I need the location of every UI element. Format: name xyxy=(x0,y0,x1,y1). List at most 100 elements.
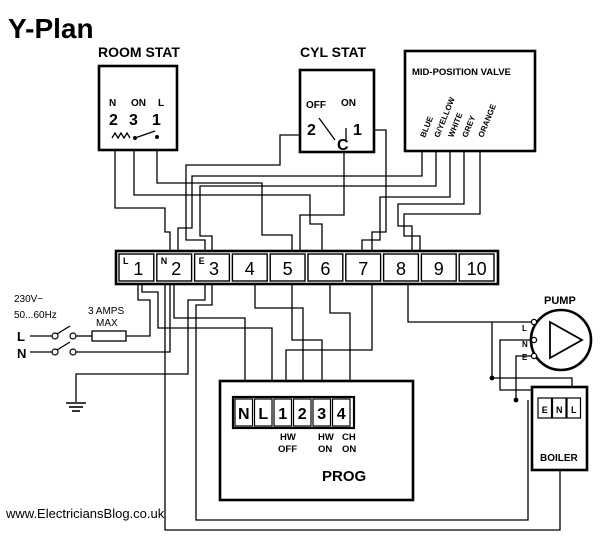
wire-cylstat-1 xyxy=(371,129,387,252)
wire-pump-e xyxy=(515,355,532,400)
boiler-terminal-l xyxy=(566,397,582,419)
pump-heading: PUMP xyxy=(544,295,576,307)
boiler-terminal-l-label: L xyxy=(571,405,577,415)
terminal-4 xyxy=(231,253,268,282)
wire-valve-grey xyxy=(397,148,465,252)
terminal-7 xyxy=(345,253,382,282)
terminal-10-number: 10 xyxy=(467,259,487,279)
prog-terminal-1-label: 1 xyxy=(278,406,287,423)
supply-live-label: L xyxy=(17,329,25,344)
room-stat-label-on: ON xyxy=(131,98,146,109)
supply-voltage: 230V~ xyxy=(14,294,43,305)
prog-caption-chon-bottom: ON xyxy=(342,444,356,455)
wire-e-to-boiler xyxy=(195,283,529,521)
room-stat-switch-arm xyxy=(134,130,156,139)
valve-heading: MID-POSITION VALVE xyxy=(412,67,511,78)
earth-symbol xyxy=(66,396,86,412)
terminal-2-prefix: N xyxy=(161,256,168,266)
isolator-switch-live xyxy=(56,325,71,335)
wire-supply-neutral xyxy=(76,283,171,353)
wire-valve-gyellow xyxy=(199,148,437,252)
terminal-6 xyxy=(307,253,344,282)
wiring xyxy=(75,129,573,531)
diagram-title: Y-Plan xyxy=(8,13,94,44)
terminal-2 xyxy=(156,253,193,282)
cyl-stat-terminal-1: 1 xyxy=(353,122,362,139)
prog-terminal-n-label: N xyxy=(238,406,250,423)
cyl-stat-heading: CYL STAT xyxy=(300,44,367,60)
wire-5-to-prog xyxy=(291,283,323,400)
terminal-7-number: 7 xyxy=(358,259,368,279)
valve-box xyxy=(403,49,537,153)
wire-fuse-to-l xyxy=(126,283,151,337)
fuse-symbol xyxy=(91,330,127,342)
watermark: www.ElectriciansBlog.co.uk xyxy=(5,506,165,521)
room-stat-label-n: N xyxy=(109,98,116,109)
terminal-4-number: 4 xyxy=(245,259,255,279)
terminal-3 xyxy=(193,253,231,282)
wire-l-to-prog xyxy=(141,283,273,400)
terminal-3-prefix: E xyxy=(199,256,205,266)
prog-terminal-4-label: 4 xyxy=(337,406,346,423)
wire-4-to-prog2 xyxy=(254,283,304,400)
terminal-5-number: 5 xyxy=(283,259,293,279)
cyl-stat-switch-arm xyxy=(318,117,336,141)
supply-neutral-label: N xyxy=(17,346,26,361)
pump-terminal-l: L xyxy=(522,324,527,333)
room-stat-heater-symbol xyxy=(111,131,131,140)
wire-valve-white xyxy=(361,148,451,252)
terminal-1-number: 1 xyxy=(133,259,143,279)
prog-caption-hwoff-bottom: OFF xyxy=(278,444,297,455)
prog-caption-chon-top: CH xyxy=(342,432,356,443)
room-stat-terminal-2: 2 xyxy=(109,112,118,129)
room-stat-heading: ROOM STAT xyxy=(98,44,180,60)
wire-roomstat-l xyxy=(156,150,293,252)
prog-terminal-1 xyxy=(273,398,293,427)
prog-terminal-3-label: 3 xyxy=(317,406,326,423)
cyl-stat-terminal-c: C xyxy=(337,137,349,154)
terminal-1-prefix: L xyxy=(123,256,129,266)
boiler-terminal-n xyxy=(551,397,567,419)
prog-terminal-4 xyxy=(331,398,351,427)
wire-cylstat-2 xyxy=(185,134,306,252)
terminal-8-number: 8 xyxy=(396,259,406,279)
room-stat-terminal-1: 1 xyxy=(152,112,161,129)
wire-roomstat-n xyxy=(114,150,171,252)
boiler-terminal-e xyxy=(537,397,553,419)
prog-terminal-3 xyxy=(312,398,332,427)
prog-caption-hwoff-top: HW xyxy=(280,432,296,443)
wire-cylstat-c xyxy=(299,150,345,252)
room-stat-terminal-3: 3 xyxy=(129,112,138,129)
prog-terminal-l-label: L xyxy=(258,406,268,423)
cyl-stat-off-label: OFF xyxy=(306,100,326,111)
pump-terminal-n: N xyxy=(522,340,528,349)
programmer-heading: PROG xyxy=(322,468,366,485)
prog-terminal-l xyxy=(253,398,273,427)
supply-frequency: 50...60Hz xyxy=(14,310,57,321)
terminal-6-number: 6 xyxy=(320,259,330,279)
cyl-stat-on-label: ON xyxy=(341,98,356,109)
isolator-live-contact xyxy=(51,332,59,340)
boiler-terminal-n-label: N xyxy=(556,405,563,415)
pump-terminal-e: E xyxy=(522,353,528,362)
prog-caption-hwon-top: HW xyxy=(318,432,334,443)
wire-8-to-pump xyxy=(407,283,532,323)
isolator-switch-neutral xyxy=(56,341,71,351)
terminal-5 xyxy=(269,253,306,282)
prog-caption-hwon-bottom: ON xyxy=(318,444,332,455)
isolator-neutral-contact xyxy=(51,348,59,356)
boiler-terminal-e-label: E xyxy=(542,405,548,415)
cyl-stat-box xyxy=(298,68,376,154)
wire-n-to-prog xyxy=(173,283,246,400)
terminal-1 xyxy=(118,253,155,282)
terminal-10 xyxy=(458,253,495,282)
room-stat-box xyxy=(97,64,179,152)
wire-roomstat-on xyxy=(133,150,323,252)
terminal-9-number: 9 xyxy=(434,259,444,279)
terminal-8 xyxy=(382,253,420,282)
pump-impeller-icon xyxy=(549,320,584,360)
wire-valve-blue xyxy=(177,148,423,252)
